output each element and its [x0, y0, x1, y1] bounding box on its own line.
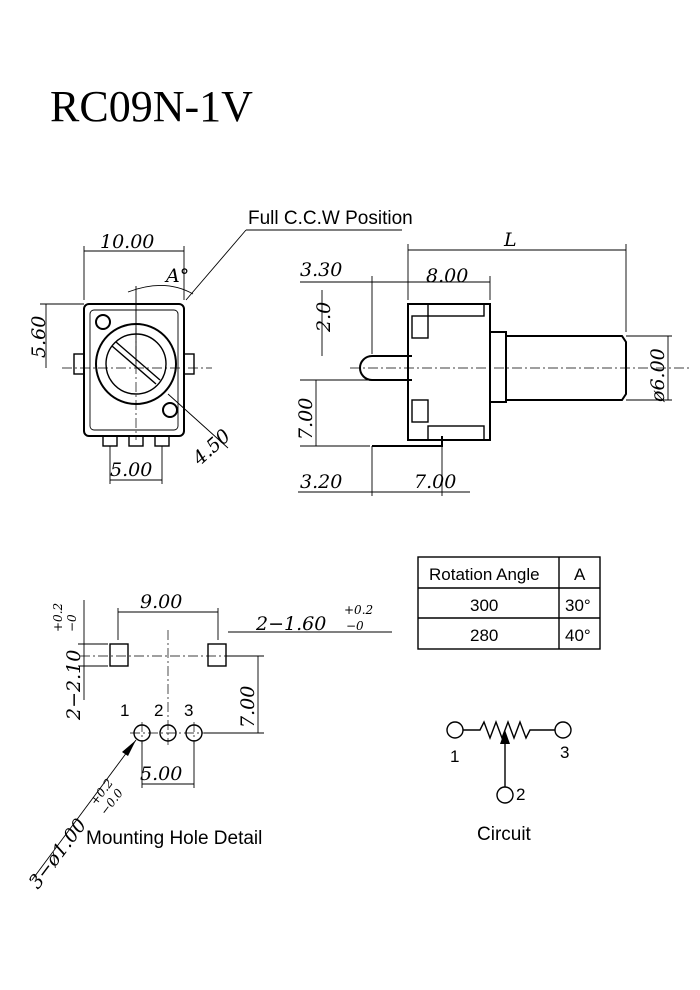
pin-label-3: 3	[184, 701, 193, 720]
mount-hole-top-left	[95, 314, 111, 330]
dim-mh-500: 5.00	[140, 763, 182, 785]
dim-800: 8.00	[426, 265, 468, 287]
table-cell-280: 280	[470, 626, 498, 645]
circuit-label: Circuit	[477, 824, 532, 845]
side-clip-bottom	[411, 399, 429, 423]
table-cell-300: 300	[470, 596, 498, 615]
side-top-lip	[427, 303, 485, 317]
side-tab-left	[73, 353, 85, 375]
side-tab-right	[183, 353, 195, 375]
bushing	[489, 331, 507, 403]
dim-mh-210-tol-lower: −0	[65, 614, 79, 632]
table-border	[417, 556, 601, 650]
circuit-terminal-3	[554, 721, 572, 739]
dim-front-width: 10.00	[100, 231, 154, 253]
terminal-1	[102, 435, 118, 447]
dim-mh-slot-tol-lower: −0	[346, 619, 364, 633]
pin-label-1: 1	[120, 701, 129, 720]
dim-700-vertical: 7.00	[295, 398, 317, 440]
dim-mh-210: 2−2.10	[63, 650, 85, 721]
rotor-slot-line-1	[111, 345, 157, 385]
table-cell-30deg: 30°	[565, 596, 591, 615]
front-view: 10.00 5.60 A° Full C.C.W Position 4.50 5…	[28, 208, 413, 484]
mounting-hole-label: Mounting Hole Detail	[86, 828, 262, 849]
front-body-inner	[89, 309, 179, 431]
ccw-position-label: Full C.C.W Position	[248, 208, 413, 229]
circuit-pin-3: 3	[560, 743, 569, 762]
dim-mh-700: 7.00	[237, 686, 259, 728]
table-header-a: A	[574, 565, 586, 584]
circuit-pin-1: 1	[450, 747, 459, 766]
angle-arc	[127, 285, 194, 295]
dim-mh-hole: 3−ø1.00	[24, 814, 91, 893]
dim-length: L	[503, 229, 517, 251]
side-clip-top	[411, 315, 429, 339]
resistor-zigzag	[463, 720, 555, 740]
circuit-diagram: 1 2 3 Circuit	[446, 720, 572, 845]
circuit-terminal-2	[496, 786, 514, 804]
side-view: L 3.30 8.00 2.0 7.00 3.20 7.00 ø6.00	[295, 229, 690, 496]
part-number-title: RC09N-1V	[50, 82, 253, 131]
dim-700-bottom: 7.00	[414, 471, 456, 493]
leader-arrow-head	[122, 740, 136, 756]
dim-front-height: 5.60	[28, 316, 50, 358]
dim-pin-pitch: 5.00	[110, 459, 152, 481]
dim-330: 3.30	[300, 259, 342, 281]
rotor-slot-line-2	[115, 341, 161, 381]
wiper-arrow	[500, 730, 510, 744]
dim-shaft-diameter: ø6.00	[647, 348, 669, 403]
circuit-terminal-1	[446, 721, 464, 739]
mount-slot-right	[207, 643, 227, 667]
mounting-hole-detail: 1 2 3 9.00 2−1.60 +0.2 −0 2−2.10 +0.2 −0…	[24, 591, 392, 893]
terminal-3	[154, 435, 170, 447]
dim-mh-slot-tol-upper: +0.2	[344, 603, 373, 617]
rotation-angle-table: Rotation Angle A 300 30° 280 40°	[417, 556, 601, 650]
side-bottom-lip	[427, 425, 485, 441]
mount-hole-bottom-right	[162, 402, 178, 418]
dim-angle: A°	[164, 265, 189, 287]
dim-320: 3.20	[300, 471, 342, 493]
dim-mh-210-tol-upper: +0.2	[51, 603, 65, 632]
pin-label-2: 2	[154, 701, 163, 720]
mount-slot-left	[109, 643, 129, 667]
circuit-pin-2: 2	[516, 785, 525, 804]
table-header-rotation: Rotation Angle	[429, 565, 540, 584]
dim-mh-slot: 2−1.60	[255, 613, 326, 635]
dim-mh-900: 9.00	[140, 591, 182, 613]
side-body	[407, 303, 491, 441]
dim-20: 2.0	[313, 302, 335, 333]
table-cell-40deg: 40°	[565, 626, 591, 645]
dim-radius: 4.50	[188, 425, 235, 470]
